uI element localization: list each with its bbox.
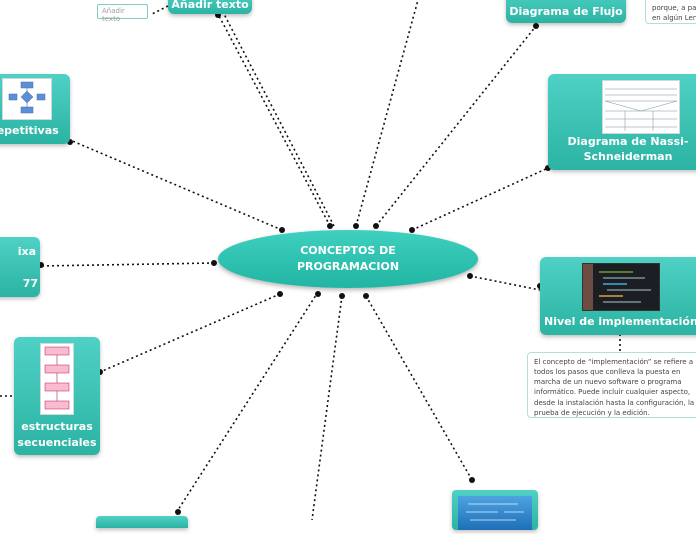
add-text-tag-label: Añadir texto [102,7,125,23]
node-nassi-line2: Schneiderman [583,150,673,163]
node-secuenciales-line1: estructuras [21,420,93,433]
node-diagrama-flujo[interactable]: Diagrama de Flujo [506,0,626,23]
formula-thumbnail [458,496,532,530]
add-text-tag[interactable]: Añadir texto [97,4,148,23]
node-formula-image[interactable] [452,490,538,530]
flowchart-thumbnail [2,78,52,120]
node-diagrama-flujo-label: Diagrama de Flujo [509,5,623,18]
node-nassi-line1: Diagrama de Nassi- [567,135,689,148]
node-ixa[interactable]: ixa 77 [0,237,40,297]
note-top-right: porque, a pa en algún Len [645,0,696,24]
code-screen-thumbnail [582,263,660,311]
node-bottom-left[interactable] [96,516,188,528]
node-nivel-implementacion[interactable]: Nivel de implementación [540,257,696,335]
sequence-thumbnail [40,343,74,415]
central-topic[interactable]: CONCEPTOS DE PROGRAMACION [218,230,478,288]
note-top-right-line2: en algún Len [652,14,696,23]
node-implementacion-label: Nivel de implementación [544,315,696,328]
node-secuenciales-line2: secuenciales [17,436,97,449]
note-implementacion-text: El concepto de “implementación” se refie… [534,358,695,417]
node-ixa-label: ixa [17,245,36,258]
node-add-text-label: Añadir texto [171,0,249,11]
nassi-diagram-thumbnail [602,80,680,134]
node-77-label: 77 [22,277,38,290]
note-implementacion: El concepto de “implementación” se refie… [527,352,696,418]
central-topic-line1: CONCEPTOS DE [300,243,396,257]
node-repetitivas-label: repetitivas [0,124,59,137]
central-topic-line2: PROGRAMACION [296,260,400,273]
node-estructuras-repetitivas[interactable]: repetitivas [0,74,70,144]
connector-lines [0,0,621,520]
note-top-right-line1: porque, a pa [652,4,696,12]
node-estructuras-secuenciales[interactable]: estructuras secuenciales [14,337,100,455]
node-nassi-schneiderman[interactable]: Diagrama de Nassi- Schneiderman [548,74,696,170]
node-add-text[interactable]: Añadir texto [168,0,252,14]
